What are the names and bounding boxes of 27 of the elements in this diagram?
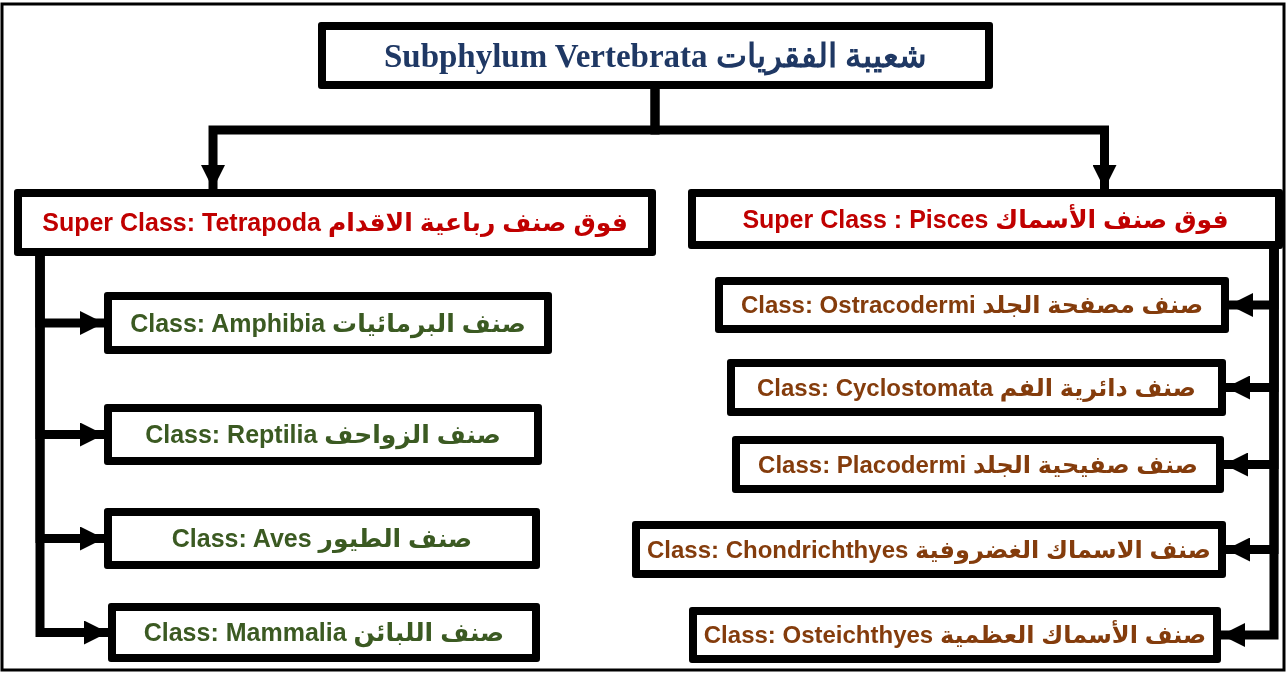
class-label: Super Class: Tetrapoda فوق صنف رباعية الاقدام [42, 208, 628, 237]
class-box [104, 508, 540, 569]
class-label: Subphylum Vertebrata شعيبة الفقريات [383, 37, 928, 75]
superclass-box [14, 189, 656, 256]
class-label: Class: Ostracodermi صنف مصفحة الجلد [740, 291, 1204, 319]
class-box [104, 292, 552, 354]
arrow [35, 256, 108, 645]
title-box [318, 22, 993, 89]
class-box [689, 607, 1221, 663]
superclass-box [688, 189, 1283, 249]
class-label: Class: Cyclostomata صنف دائرية الفم [756, 373, 1197, 402]
class-box [104, 404, 542, 465]
class-label: Super Class : Pisces فوق صنف الأسماك [742, 204, 1229, 234]
class-box [732, 436, 1224, 493]
class-box [715, 277, 1229, 333]
class-label: Class: Reptilia صنف الزواحف [145, 420, 501, 449]
class-box [727, 359, 1226, 416]
class-label: Class: Mammalia صنف اللبائن [143, 618, 505, 647]
arrow [1221, 249, 1279, 647]
class-label: Class: Osteichthyes صنف الأسماك العظمية [703, 621, 1207, 649]
class-label: Class: Placodermi صنف صفيحية الجلد [758, 450, 1198, 479]
arrow [650, 89, 1117, 189]
class-box [632, 521, 1226, 578]
class-label: Class: Aves صنف الطيور [171, 524, 473, 553]
class-label: Class: Amphibia صنف البرمائيات [130, 308, 526, 338]
class-label: Class: Chondrichthyes صنف الاسماك الغضروفية [646, 535, 1212, 564]
class-box [108, 603, 540, 662]
